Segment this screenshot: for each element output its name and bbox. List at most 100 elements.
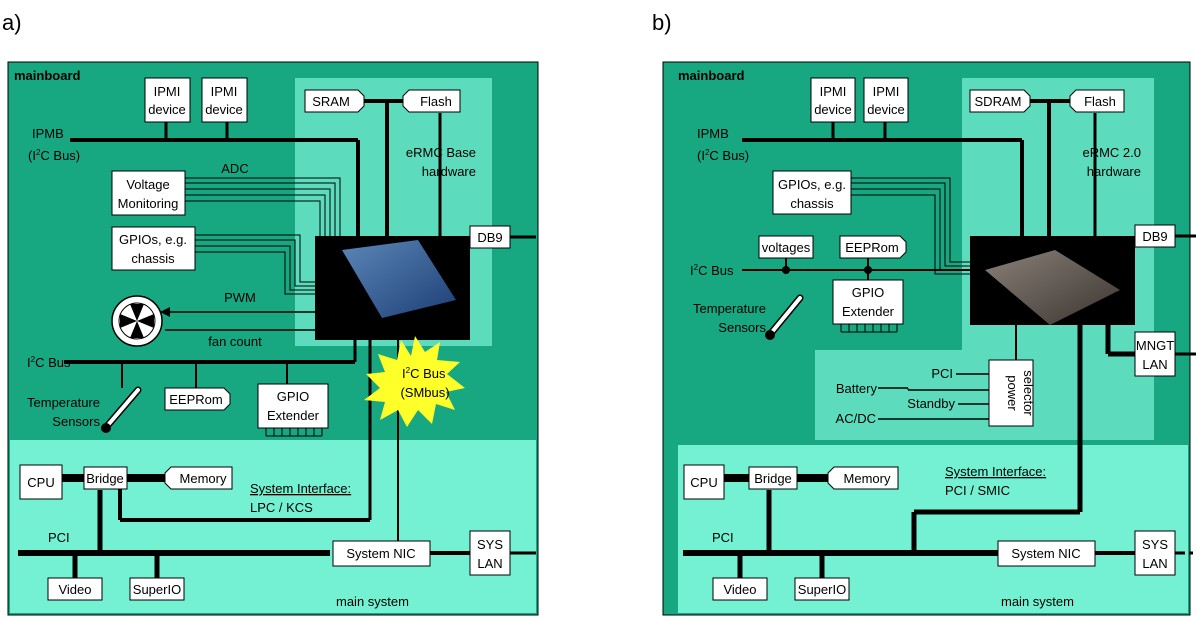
- ipmi-device-1-b-label: IPMI: [820, 84, 847, 99]
- sram-label: SRAM: [312, 94, 350, 109]
- video-box: [47, 577, 103, 601]
- db9-port: [469, 225, 511, 249]
- sys-lan-port-b: [1134, 530, 1176, 576]
- bridge-box-b: [748, 466, 798, 490]
- temperature-sensors-label-2: Sensors: [52, 414, 100, 429]
- ermc-chip-die: [342, 240, 456, 318]
- main-system-label: main system: [336, 594, 409, 609]
- video-label: Video: [58, 582, 91, 597]
- panel-b: b) mainboard: [652, 10, 1196, 616]
- cpu-box-b: [683, 464, 725, 500]
- bridge-label-b: Bridge: [754, 471, 792, 486]
- i2c-bus-label-b: I2C Bus: [690, 263, 734, 278]
- mngt-lan-port: [1134, 331, 1176, 377]
- ipmb-label: IPMB: [32, 126, 64, 141]
- db9-label: DB9: [477, 230, 502, 245]
- eeprom-label-b: EEPRom: [845, 240, 898, 255]
- voltage-monitoring-box: [111, 170, 186, 216]
- ipmi-device-2-b-label-2: device: [867, 102, 905, 117]
- gpio-extender-label-b: GPIO: [852, 285, 885, 300]
- sys-lan-label-b: SYS: [1142, 537, 1168, 552]
- gpios-label-2: chassis: [131, 251, 175, 266]
- ipmb-i2c-label: (I2C Bus): [28, 148, 80, 163]
- gpio-extender-label-2: Extender: [267, 408, 320, 423]
- memory-label: Memory: [180, 471, 227, 486]
- sys-lan-label: SYS: [477, 537, 503, 552]
- memory-box-b: [827, 466, 899, 490]
- mainboard-label-b: mainboard: [678, 68, 745, 83]
- power-pci-label: PCI: [931, 366, 953, 381]
- acdc-label: AC/DC: [836, 411, 876, 426]
- power-selector-box: [988, 359, 1034, 427]
- battery-label: Battery: [836, 381, 878, 396]
- db9-label-b: DB9: [1142, 229, 1167, 244]
- pci-label-b: PCI: [712, 530, 734, 545]
- sram-box: [304, 89, 365, 113]
- voltages-box: [758, 235, 814, 259]
- memory-box: [164, 466, 233, 490]
- power-selector-label-2: selector: [1021, 370, 1036, 416]
- gpio-extender-label-b-2: Extender: [842, 304, 895, 319]
- flash-label: Flash: [420, 94, 452, 109]
- superio-box-b: [794, 577, 850, 601]
- superio-box: [129, 577, 185, 601]
- ipmi-device-1-label: IPMI: [154, 84, 181, 99]
- gpio-extender-pins: [265, 428, 323, 437]
- panel-a: a) mainboard: [2, 10, 539, 616]
- flash-box: [402, 89, 461, 113]
- main-system-label-b: main system: [1001, 594, 1074, 609]
- pci-label: PCI: [48, 530, 70, 545]
- ipmi-device-2-b-label: IPMI: [873, 84, 900, 99]
- sys-lan-label-2: LAN: [477, 556, 502, 571]
- video-box-b: [712, 577, 768, 601]
- system-interface-label-b: System Interface:: [945, 464, 1046, 479]
- system-interface-label: System Interface:: [250, 481, 351, 496]
- system-interface-value-b: PCI / SMIC: [945, 483, 1010, 498]
- voltages-label: voltages: [762, 240, 811, 255]
- fan-count-label: fan count: [208, 334, 262, 349]
- system-nic-label: System NIC: [346, 546, 415, 561]
- ermc-label: eRMC Base: [406, 145, 476, 160]
- mngt-lan-label: MNGT: [1136, 338, 1174, 353]
- fan-icon: [111, 295, 163, 347]
- flash-box-b: [1069, 89, 1125, 113]
- smbus-label-2: (SMbus): [400, 385, 449, 400]
- ipmi-device-1-b: [810, 77, 856, 123]
- thermometer-icon: [101, 386, 142, 433]
- eeprom-box: [164, 387, 231, 411]
- video-label-b: Video: [723, 582, 756, 597]
- bridge-label: Bridge: [86, 471, 124, 486]
- gpio-extender-box: [257, 383, 329, 429]
- pwm-label: PWM: [224, 290, 256, 305]
- sys-lan-port: [469, 530, 511, 576]
- eeprom-label: EEPRom: [169, 392, 222, 407]
- junction-dot-1: [782, 266, 790, 274]
- ipmi-device-2-label: IPMI: [211, 84, 238, 99]
- panel-a-tag: a): [2, 10, 22, 35]
- voltage-monitoring-label: Voltage: [126, 177, 169, 192]
- gpios-label: GPIOs, e.g.: [119, 232, 187, 247]
- power-selector-label: power: [1005, 375, 1020, 411]
- gpio-extender-box-b: [832, 279, 904, 325]
- ipmi-device-2-b: [863, 77, 909, 123]
- gpios-label-b-2: chassis: [790, 196, 834, 211]
- gpios-box: [111, 226, 196, 271]
- system-nic-box-b: [997, 540, 1096, 567]
- gpio-extender-label: GPIO: [277, 389, 310, 404]
- sys-lan-label-b-2: LAN: [1142, 556, 1167, 571]
- sdram-box: [969, 89, 1031, 113]
- bridge-box: [83, 466, 128, 490]
- ipmb-label-b: IPMB: [697, 126, 729, 141]
- temperature-sensors-label-b-2: Sensors: [718, 320, 766, 335]
- junction-dot-2: [864, 266, 872, 274]
- smbus-label: I2C Bus: [402, 366, 446, 381]
- db9-port-b: [1134, 224, 1176, 248]
- mainboard-label: mainboard: [14, 68, 81, 83]
- cpu-box: [19, 464, 63, 500]
- memory-label-b: Memory: [844, 471, 891, 486]
- smbus-burst: [364, 336, 465, 427]
- i2c-bus-label: I2C Bus: [27, 355, 71, 370]
- ermc-chip-b-die: [985, 250, 1120, 325]
- system-nic-label-b: System NIC: [1011, 546, 1080, 561]
